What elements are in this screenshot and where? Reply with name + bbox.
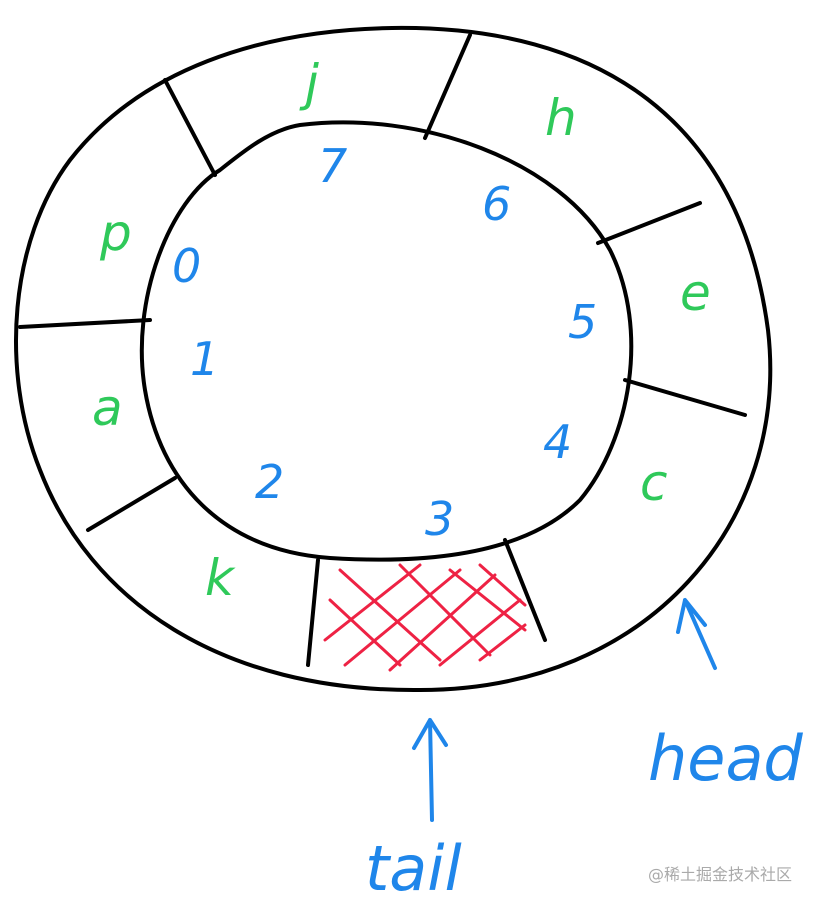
tail-pointer: tail xyxy=(365,718,462,905)
slot-index-7: 7 xyxy=(318,139,347,193)
slot-value-5: e xyxy=(680,264,711,322)
slot-indices: 0 1 2 3 4 5 6 7 xyxy=(172,139,597,546)
slot-dividers xyxy=(18,33,747,667)
slot-values: p a k c e h j xyxy=(92,54,711,607)
slot-index-4: 4 xyxy=(543,415,572,469)
head-label: head xyxy=(648,722,803,795)
watermark: @稀土掘金技术社区 xyxy=(647,865,792,884)
tail-arrow-icon xyxy=(412,718,448,822)
tail-label: tail xyxy=(365,832,462,905)
slot-index-1: 1 xyxy=(190,332,219,386)
slot-value-1: a xyxy=(92,379,123,437)
head-pointer: head xyxy=(648,598,803,795)
slot-index-2: 2 xyxy=(255,455,284,509)
outer-ring xyxy=(14,25,773,693)
slot-value-0: p xyxy=(99,204,132,262)
slot-index-0: 0 xyxy=(172,239,201,293)
slot-index-6: 6 xyxy=(482,177,511,231)
inner-ring xyxy=(139,120,634,562)
empty-slot-hatch xyxy=(323,563,527,672)
slot-value-2: k xyxy=(205,549,236,607)
slot-value-7: j xyxy=(299,54,319,112)
slot-value-6: h xyxy=(545,89,577,147)
slot-index-5: 5 xyxy=(568,295,597,349)
slot-index-3: 3 xyxy=(425,492,454,546)
head-arrow-icon xyxy=(676,598,717,670)
slot-value-4: c xyxy=(640,454,668,512)
